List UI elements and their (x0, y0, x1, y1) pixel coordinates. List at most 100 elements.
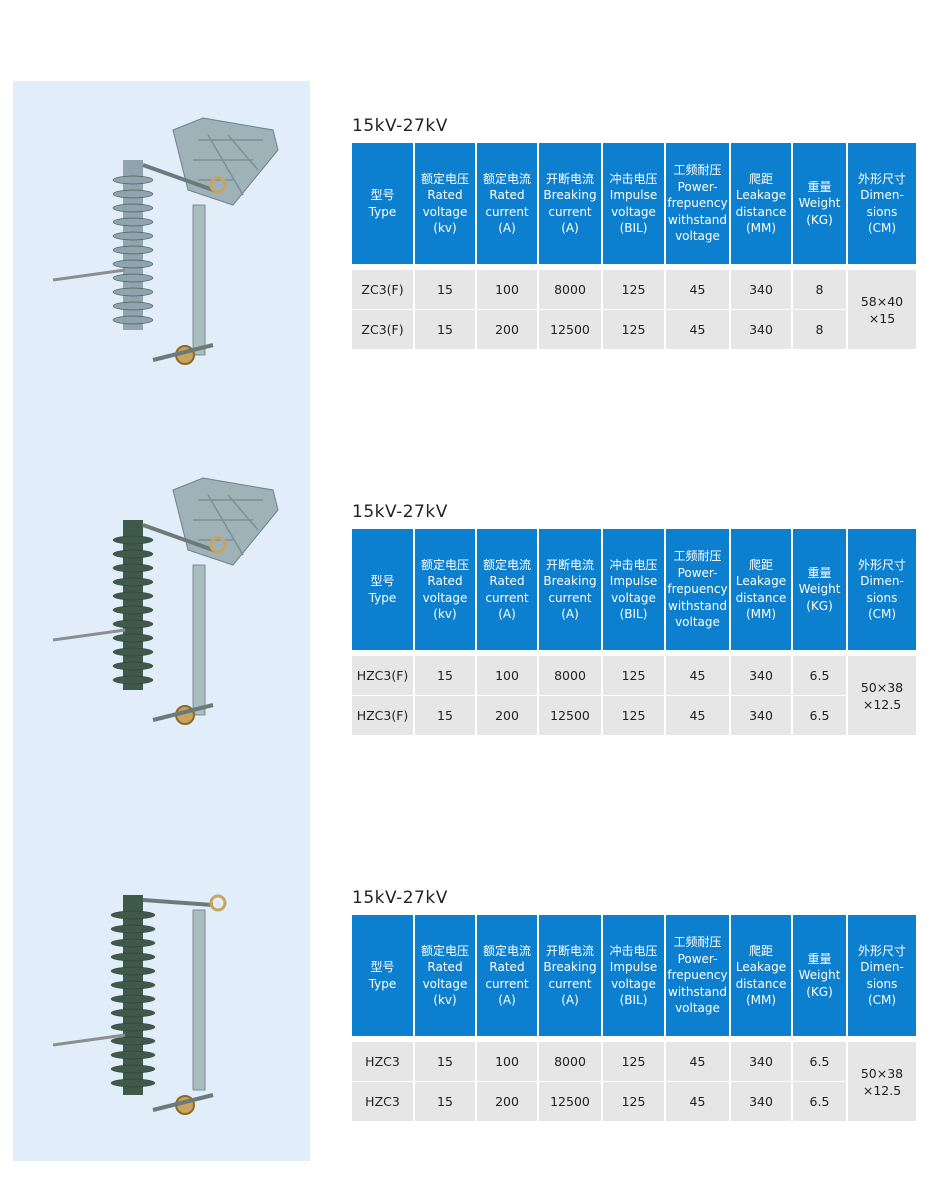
column-header-en: Rated (489, 188, 525, 202)
column-header-cn: 额定电压 (420, 557, 469, 572)
dimensions-line: ×15 (868, 310, 896, 326)
table-cell: 340 (729, 656, 792, 696)
table-cell: 15 (413, 656, 476, 696)
column-header-en: Breaking (543, 188, 597, 202)
column-header-en: (CM) (867, 607, 897, 621)
column-header-en: current (485, 976, 529, 991)
table-cell: 12500 (537, 309, 602, 349)
column-header-en: voltage (675, 229, 720, 244)
column-header: 额定电流 Rated current (A) (475, 529, 538, 650)
table-cell: 8 (791, 309, 847, 349)
column-header-en: voltage (611, 204, 656, 219)
column-header-cn: 爬距 (748, 557, 773, 572)
column-header-en: (KG) (806, 212, 833, 227)
column-header-en: sions (866, 976, 898, 991)
column-header-en: voltage (422, 976, 468, 991)
column-header-en: Breaking (543, 960, 597, 974)
column-header-en: Leakage (735, 960, 787, 974)
column-header-en: Rated (489, 574, 525, 588)
column-header-en: (A) (561, 993, 579, 1007)
table-cell: 100 (475, 656, 538, 696)
table-cell: 340 (729, 270, 792, 310)
table-cell: 100 (475, 1042, 538, 1082)
column-header-en: Type (368, 590, 397, 605)
table-cell: HZC3 (352, 1081, 414, 1121)
table-cell: 45 (664, 270, 730, 310)
table-cell: 340 (729, 309, 792, 349)
column-header-cn: 冲击电压 (609, 171, 658, 186)
column-header-cn: 工频耐压 (673, 163, 722, 178)
column-header-en: (kv) (433, 993, 457, 1007)
column-header-cn: 重量 (807, 179, 832, 194)
column-header-en: (MM) (745, 221, 777, 235)
column-header-en: frepuency (667, 582, 728, 597)
table-cell: HZC3 (352, 1042, 414, 1082)
table-cell: 12500 (537, 1081, 602, 1121)
fuse-cutout-image (52, 477, 279, 725)
table-cell: 6.5 (791, 656, 847, 696)
column-header-cn: 额定电压 (420, 943, 469, 958)
column-header-cn: 型号 (370, 960, 395, 974)
column-header-en: Weight (798, 196, 841, 211)
table-cell: 45 (664, 309, 730, 349)
dimensions-cell: 50×38×12.5 (846, 1042, 916, 1121)
column-header-en: Power- (677, 565, 718, 580)
table-cell: 45 (664, 695, 730, 735)
column-header-cn: 额定电流 (482, 557, 531, 572)
fuse-cutout-image (52, 117, 279, 365)
column-header-en: withstand (668, 984, 727, 999)
column-header-en: current (485, 590, 529, 605)
column-header-en: distance (735, 204, 787, 219)
table-cell: 125 (601, 656, 665, 696)
column-header-cn: 工频耐压 (673, 935, 722, 950)
column-header-cn: 爬距 (748, 943, 773, 958)
column-header-en: Dimen- (860, 960, 904, 974)
column-header-cn: 额定电流 (482, 943, 531, 958)
column-header-en: distance (735, 976, 787, 991)
column-header-en: withstand (668, 212, 727, 227)
table-cell: 125 (601, 695, 665, 735)
table-cell: ZC3(F) (352, 309, 414, 349)
voltage-range-title: 15kV-27kV (352, 888, 448, 908)
dimensions-line: ×12.5 (862, 1082, 902, 1098)
table-cell: 200 (475, 1081, 538, 1121)
column-header-en: (kv) (433, 607, 457, 621)
column-header-cn: 开断电流 (545, 943, 594, 958)
dimensions-line: 50×38 (860, 679, 904, 695)
column-header-en: (BIL) (619, 993, 648, 1007)
column-header-cn: 额定电压 (420, 171, 469, 186)
column-header-en: Weight (798, 582, 841, 597)
column-header-en: Dimen- (860, 574, 904, 588)
column-header-en: Power- (677, 951, 718, 966)
table-cell: 6.5 (791, 695, 847, 735)
column-header-en: voltage (611, 590, 656, 605)
dimensions-line: 50×38 (860, 1065, 904, 1081)
column-header: 重量 Weight(KG) (791, 143, 847, 264)
column-header-cn: 开断电流 (545, 557, 594, 572)
column-header-en: frepuency (667, 196, 728, 211)
voltage-range-title: 15kV-27kV (352, 502, 448, 522)
table-cell: 100 (475, 270, 538, 310)
column-header-en: voltage (675, 615, 720, 630)
column-header-cn: 型号 (370, 188, 395, 202)
column-header-en: (A) (498, 607, 516, 621)
column-header-en: (MM) (745, 607, 777, 621)
table-cell: 15 (413, 695, 476, 735)
